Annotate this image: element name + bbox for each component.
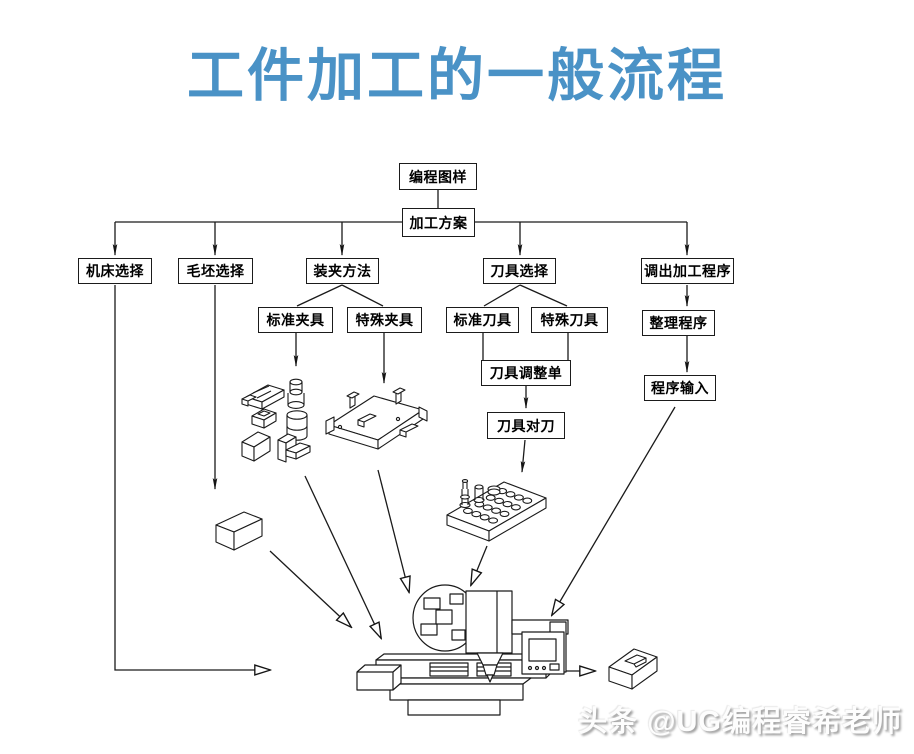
node-clamping-method: 装夹方法 <box>306 258 379 284</box>
tool-plate-illustration <box>446 479 547 542</box>
node-machine-selection: 机床选择 <box>78 258 152 284</box>
node-program-input: 程序输入 <box>644 375 716 401</box>
node-special-fixture: 特殊夹具 <box>347 307 422 333</box>
node-tool-setting: 刀具对刀 <box>487 412 565 439</box>
special-fixture-illustration <box>325 387 428 450</box>
node-machining-plan: 加工方案 <box>402 208 475 237</box>
blank-workpiece-illustration <box>215 511 263 551</box>
node-tool-adjustment-sheet: 刀具调整单 <box>481 360 571 386</box>
watermark: 头条 @UG编程睿希老师 <box>578 706 902 738</box>
node-special-tool: 特殊刀具 <box>531 307 608 333</box>
cnc-machine-illustration <box>356 584 569 716</box>
standard-fixtures-illustration <box>241 378 311 463</box>
node-blank-selection: 毛坯选择 <box>178 258 253 284</box>
flow-connectors <box>112 190 690 671</box>
node-load-program: 调出加工程序 <box>641 258 734 284</box>
node-programming-drawing: 编程图样 <box>399 163 477 190</box>
node-tool-selection: 刀具选择 <box>483 258 556 284</box>
finished-part-illustration <box>608 648 658 690</box>
node-standard-tool: 标准刀具 <box>446 307 519 333</box>
node-standard-fixture: 标准夹具 <box>258 307 333 333</box>
page-title: 工件加工的一般流程 <box>187 42 727 109</box>
node-organize-program: 整理程序 <box>642 310 715 336</box>
